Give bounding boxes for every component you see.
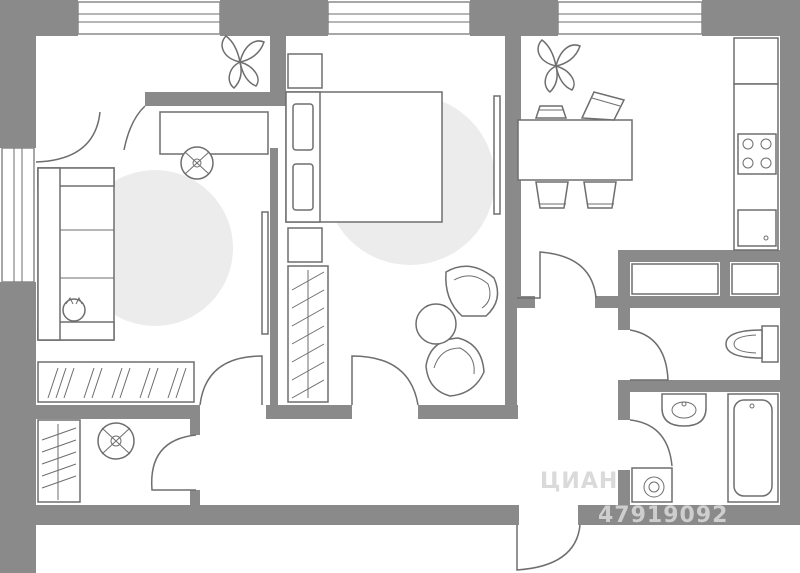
kitchen	[517, 37, 779, 251]
bedside-table-top	[287, 53, 323, 89]
watermark: ЦИАН 47919092	[540, 469, 728, 528]
toilet-room	[629, 325, 779, 381]
plant-icon	[221, 35, 265, 89]
dining-table	[517, 119, 633, 181]
window-bedroom-top	[327, 1, 471, 35]
watermark-logo: ЦИАН	[540, 469, 618, 494]
round-side-table	[415, 303, 457, 345]
wardrobe	[287, 265, 329, 403]
sliding-door-living	[261, 211, 269, 335]
living-room	[35, 35, 269, 406]
washing-machine-icon	[631, 467, 673, 503]
sofa-icon	[37, 167, 115, 341]
window-living-top	[77, 1, 221, 35]
door-swing-living-top	[35, 111, 101, 163]
door-swing-living-bottom	[199, 355, 263, 406]
closet-b	[731, 263, 779, 295]
desk-chair	[180, 146, 214, 180]
fridge	[733, 37, 779, 85]
bathroom	[629, 393, 779, 503]
stove-icon	[737, 133, 777, 175]
door-swing-kitchen	[517, 251, 597, 299]
sink-kitchen-icon	[737, 209, 777, 247]
armchair-icon	[445, 265, 499, 317]
dining-chair-4	[583, 181, 617, 209]
bedside-table-bottom	[287, 227, 323, 263]
door-swing-bedroom	[351, 355, 419, 406]
media-console	[37, 361, 195, 403]
dining-chair-1	[534, 105, 568, 119]
cat-icon	[62, 296, 86, 322]
windows	[1, 1, 703, 283]
bed-icon	[285, 91, 443, 223]
closets	[631, 263, 779, 295]
door-swing-living-top-b	[123, 105, 146, 151]
wardrobe-small	[37, 419, 81, 503]
window-living-left	[1, 147, 35, 283]
dining-chair-2	[580, 91, 626, 121]
sliding-door-bedroom	[493, 95, 501, 215]
watermark-id: 47919092	[598, 503, 728, 528]
corridor	[516, 251, 597, 571]
bathtub-icon	[727, 393, 779, 503]
sink-icon	[661, 393, 707, 427]
toilet-icon	[725, 325, 779, 363]
door-swing-toilet	[629, 329, 669, 381]
closet-a	[631, 263, 719, 295]
window-kitchen-top	[557, 1, 703, 35]
living-room-rug	[77, 170, 233, 326]
door-swing-alcove	[150, 434, 197, 491]
ceiling-lamp-icon	[97, 422, 135, 460]
plant-icon-kitchen	[537, 39, 581, 93]
desk	[159, 111, 269, 155]
storage-alcove	[37, 419, 197, 503]
door-swing-bathroom	[629, 419, 673, 467]
door-swing-entry	[516, 524, 581, 571]
armchair-bottom	[425, 337, 485, 397]
dining-chair-3	[535, 181, 569, 209]
bedroom	[285, 53, 501, 406]
